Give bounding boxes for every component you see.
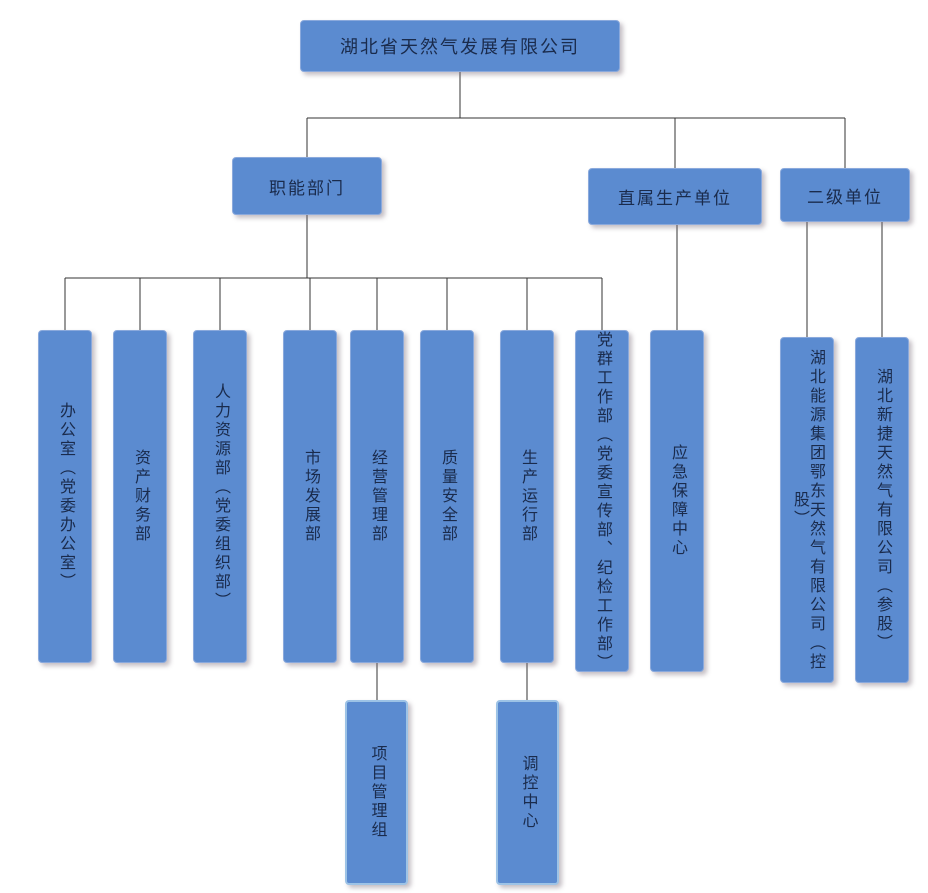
dept-production-operation-box: 生产运行部 <box>500 330 554 663</box>
unit-hubei-energy-edong-gas-box: 湖北能源集团鄂东天然气有限公司（控股） <box>780 337 834 683</box>
branch-production-units-box: 直属生产单位 <box>588 168 762 225</box>
subunit-project-management-label: 项目管理组 <box>368 745 386 840</box>
branch-secondary-units-box: 二级单位 <box>780 168 910 222</box>
dept-market-development-label: 市场发展部 <box>302 449 319 544</box>
org-root-label: 湖北省天然气发展有限公司 <box>340 37 580 57</box>
unit-emergency-support-center-box: 应急保障中心 <box>650 330 704 672</box>
subunit-dispatch-center-label: 调控中心 <box>519 754 537 831</box>
branch-production-units-label: 直属生产单位 <box>618 189 732 208</box>
dept-general-office-box: 办公室（党委办公室） <box>38 330 92 663</box>
dept-asset-finance-box: 资产财务部 <box>113 330 167 663</box>
dept-human-resources-label: 人力资源部（党委组织部） <box>212 382 229 611</box>
unit-emergency-support-center-label: 应急保障中心 <box>669 444 686 558</box>
subunit-project-management-box: 项目管理组 <box>345 700 408 885</box>
unit-hubei-xinjie-gas-label: 湖北新捷天然气有限公司（参股） <box>874 367 891 653</box>
dept-quality-safety-box: 质量安全部 <box>420 330 474 663</box>
dept-general-office-label: 办公室（党委办公室） <box>57 401 74 592</box>
dept-party-work-label: 党群工作部（党委宣传部、纪检工作部） <box>594 331 611 673</box>
branch-secondary-units-label: 二级单位 <box>807 187 883 207</box>
dept-asset-finance-label: 资产财务部 <box>132 449 149 544</box>
branch-functional-departments-label: 职能部门 <box>269 178 345 198</box>
unit-hubei-energy-edong-gas-label: 湖北能源集团鄂东天然气有限公司（控股） <box>791 348 824 672</box>
branch-functional-departments-box: 职能部门 <box>232 157 382 215</box>
dept-quality-safety-label: 质量安全部 <box>439 449 456 544</box>
dept-party-work-box: 党群工作部（党委宣传部、纪检工作部） <box>575 330 629 673</box>
dept-production-operation-label: 生产运行部 <box>519 449 536 544</box>
subunit-dispatch-center-box: 调控中心 <box>496 700 559 885</box>
unit-hubei-xinjie-gas-box: 湖北新捷天然气有限公司（参股） <box>855 337 909 683</box>
dept-operation-management-box: 经营管理部 <box>350 330 404 663</box>
org-root-box: 湖北省天然气发展有限公司 <box>300 20 620 72</box>
dept-operation-management-label: 经营管理部 <box>369 449 386 544</box>
dept-market-development-box: 市场发展部 <box>283 330 337 663</box>
dept-human-resources-box: 人力资源部（党委组织部） <box>193 330 247 663</box>
